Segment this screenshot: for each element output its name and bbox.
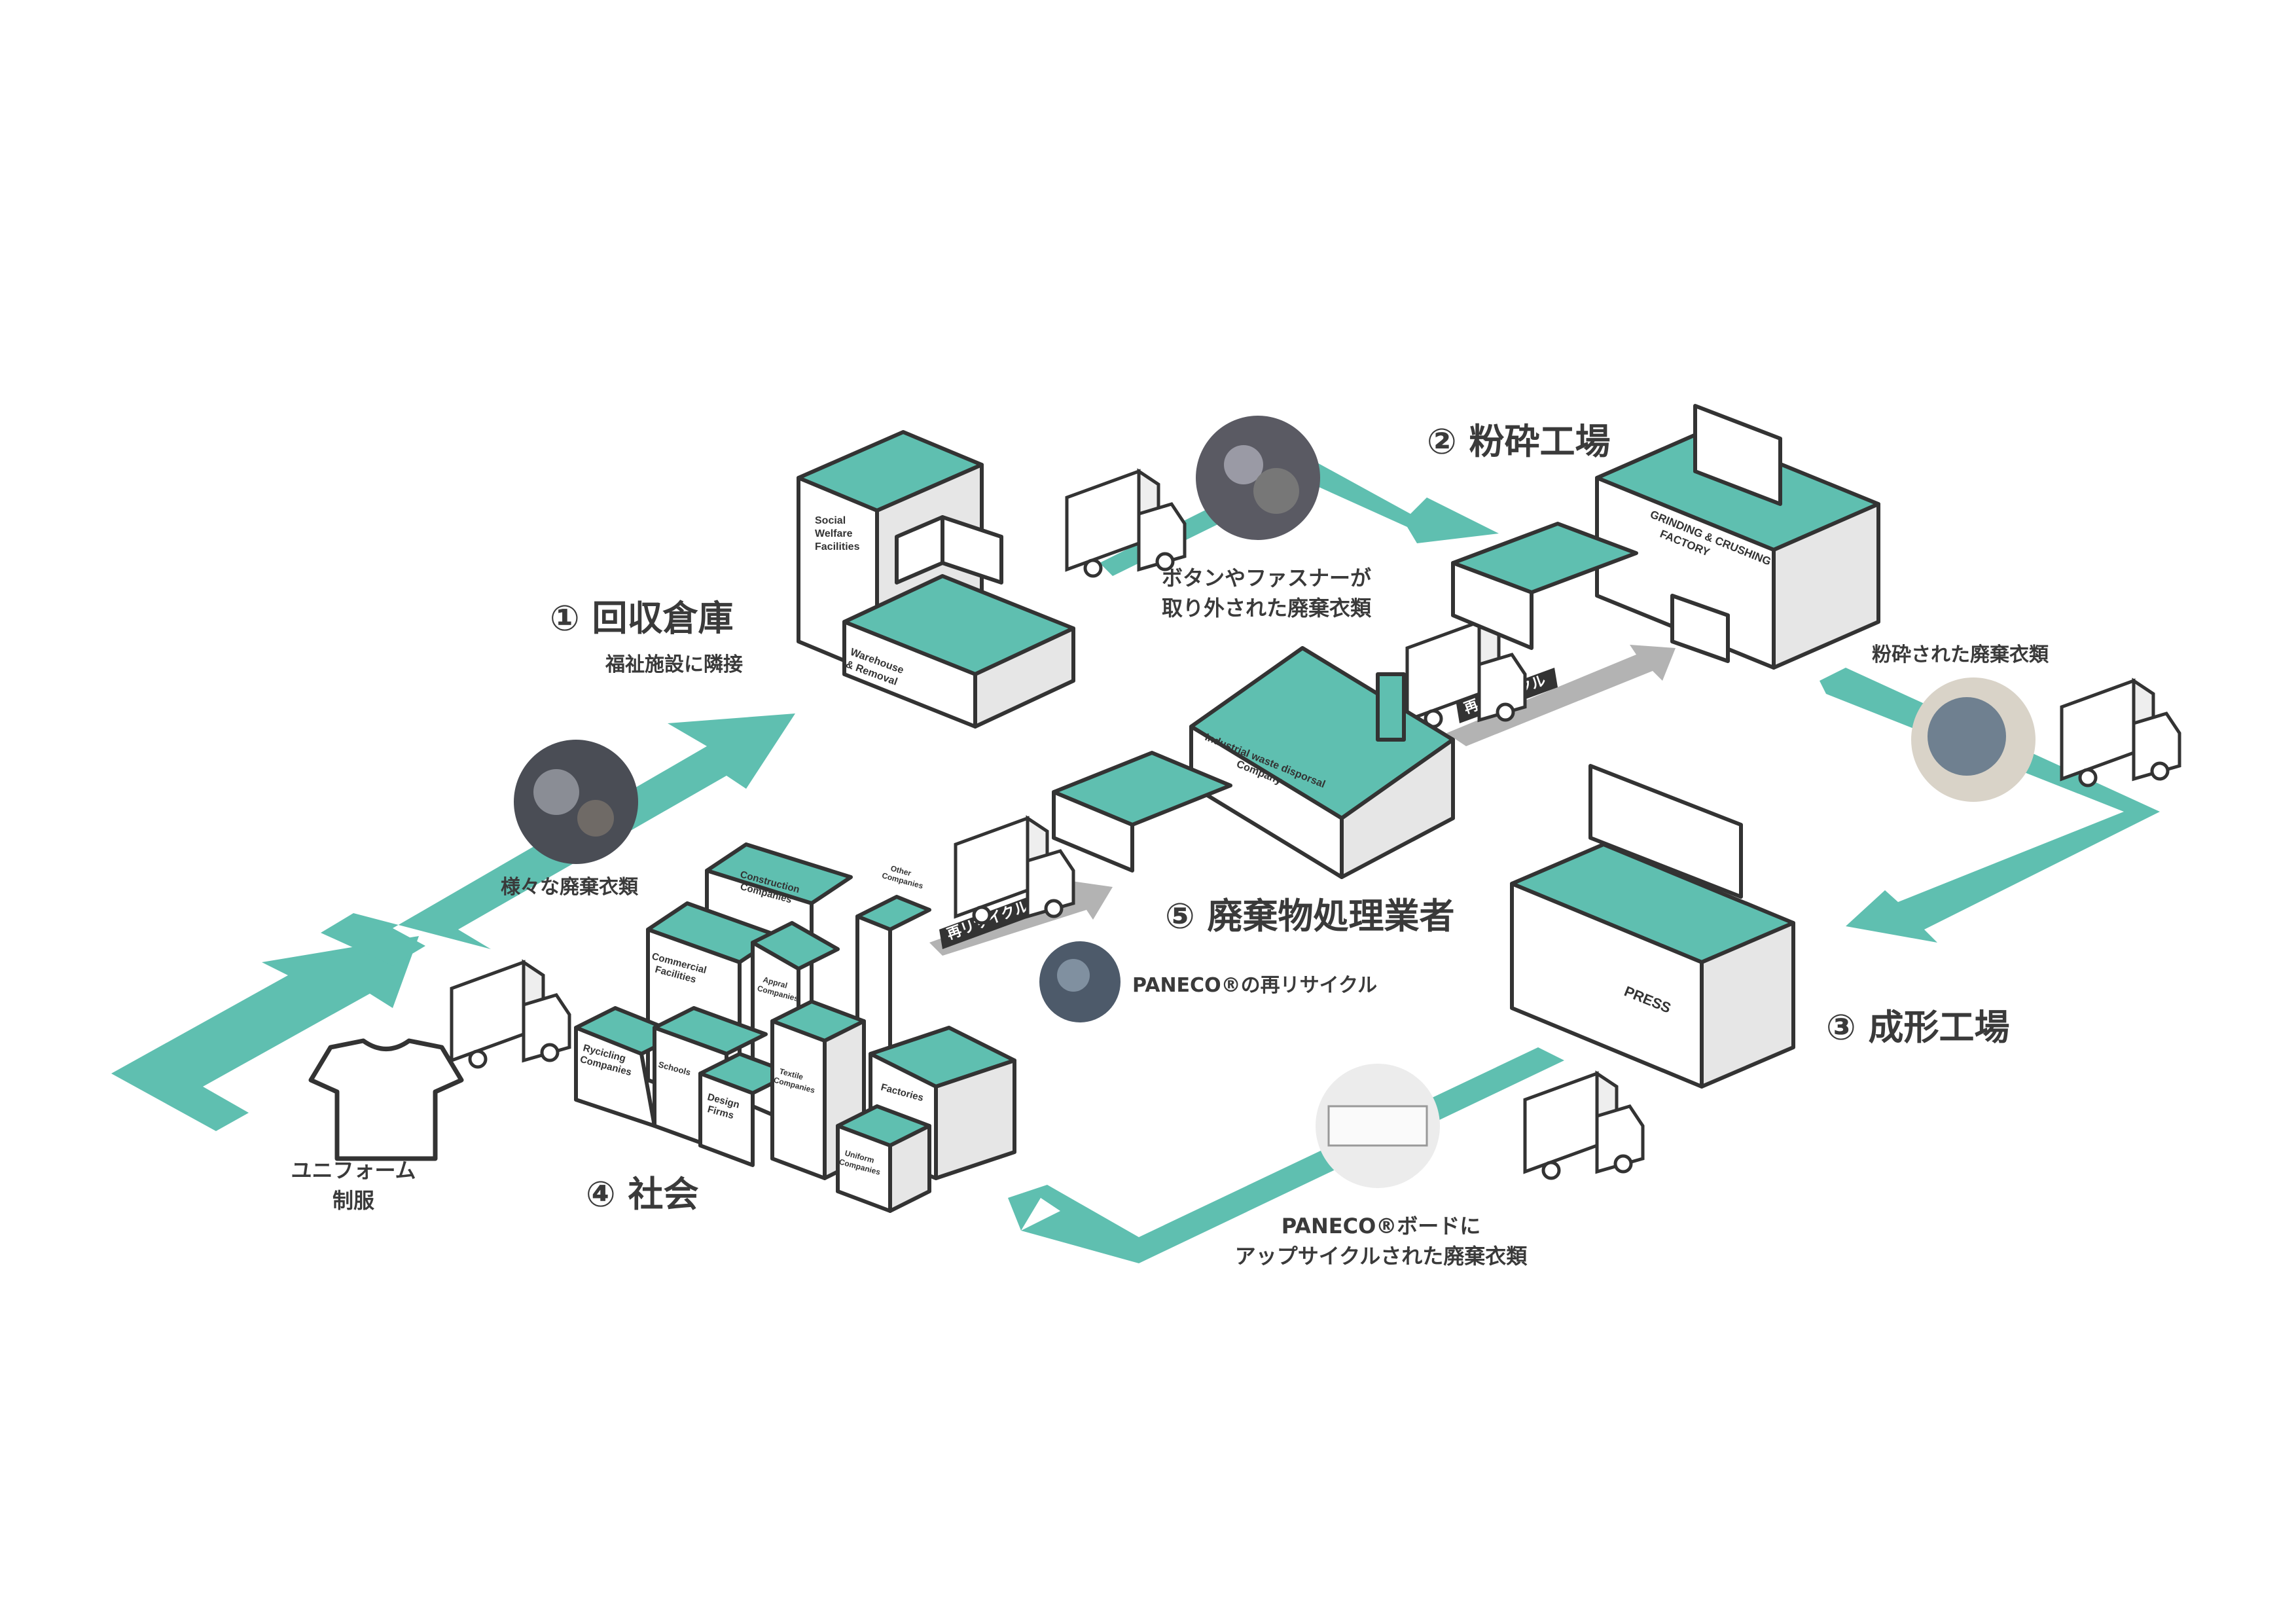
photo-circle <box>1911 677 2036 802</box>
truck-icon <box>452 962 569 1067</box>
svg-text:ConstructionCompanies: ConstructionCompanies <box>736 869 800 907</box>
photo-circle <box>1196 416 1320 540</box>
photo-circle <box>514 740 638 864</box>
truck-icon <box>2062 681 2179 785</box>
caption-various-clothes: 様々な廃棄衣類 <box>501 876 638 899</box>
truck-icon <box>1525 1074 1643 1178</box>
svg-text:OtherCompanies: OtherCompanies <box>881 862 927 891</box>
station-title-grinding: ② 粉砕工場 <box>1427 421 1611 462</box>
caption-ground-clothes: 粉砕された廃棄衣類 <box>1872 643 2049 666</box>
station-title-disposal: ⑤ 廃棄物処理業者 <box>1165 895 1455 937</box>
building-label: Social Welfare Facilities <box>815 515 860 552</box>
disposal-building <box>1052 646 1455 879</box>
station-title-warehouse: ① 回収倉庫 <box>550 598 734 639</box>
warehouse-building <box>797 430 1075 729</box>
press-factory <box>1510 764 1795 1089</box>
society-cluster <box>574 842 1016 1213</box>
tshirt-icon <box>308 1038 464 1161</box>
caption-paneco-recycle: PANECO®の再リサイクル <box>1132 974 1378 997</box>
caption-buttons-removed: ボタンやファスナーが 取り外された廃棄衣類 <box>1161 566 1371 621</box>
arrow-uniform-to-society <box>111 936 419 1131</box>
photo-circle <box>1039 941 1121 1022</box>
station-title-society: ④ 社会 <box>586 1174 699 1215</box>
caption-upcycled: PANECO®ボードに アップサイクルされた廃棄衣類 <box>1234 1214 1528 1269</box>
arrow-grinding-to-press <box>1820 668 2160 943</box>
photo-circle <box>1316 1064 1440 1188</box>
station-subtitle-warehouse: 福祉施設に隣接 <box>605 653 743 676</box>
caption-uniform: ユニフォーム 制服 <box>291 1158 416 1213</box>
grinding-factory <box>1451 404 1880 670</box>
station-title-forming: ③ 成形工場 <box>1826 1007 2010 1048</box>
